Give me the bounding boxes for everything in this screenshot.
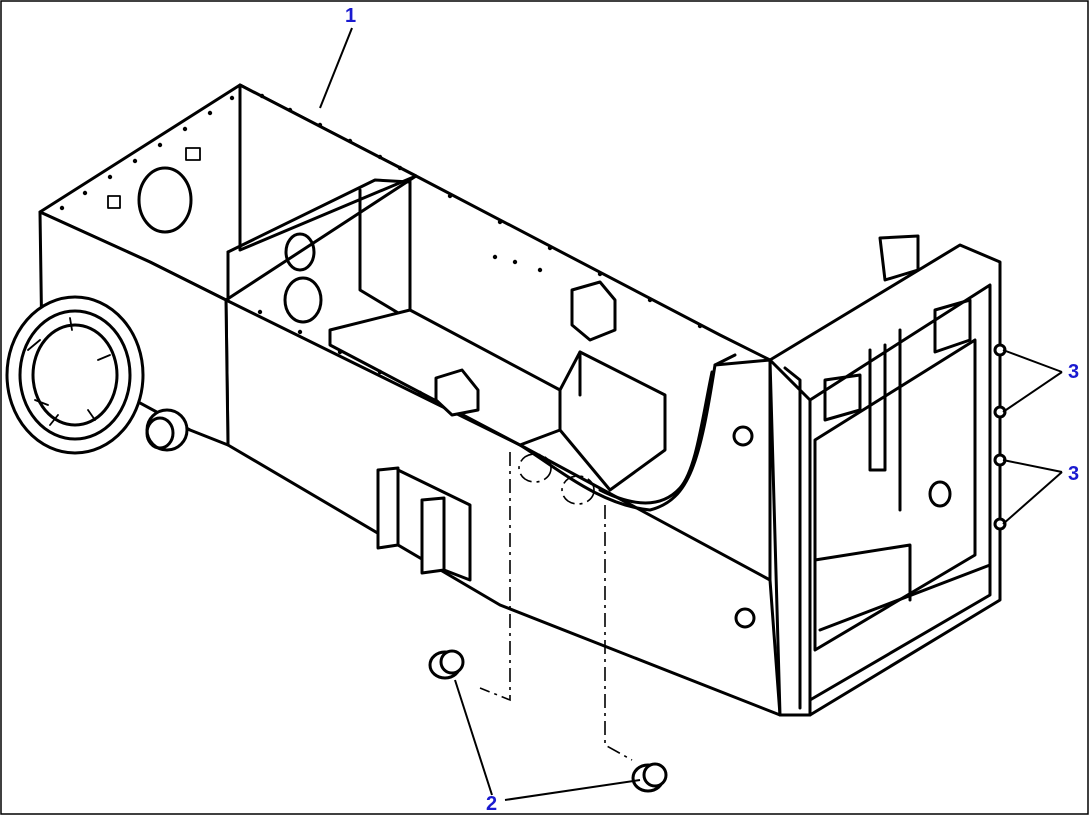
ring-gear-housing: [5, 295, 189, 455]
inner-box: [558, 350, 667, 492]
front-frame: [768, 234, 1007, 717]
boss: [732, 425, 754, 447]
callout-1: 1: [345, 5, 356, 27]
bulkhead-hole: [284, 232, 316, 272]
side-bracket: [376, 466, 400, 550]
mount-phantom-lines: [479, 452, 633, 761]
boss: [734, 607, 756, 629]
rubber-mount: [631, 762, 668, 793]
bolt-row: [59, 93, 703, 416]
side-bracket: [420, 496, 446, 575]
leader-lines: [319, 27, 1063, 801]
callout-3-lower: 3: [1068, 463, 1079, 485]
callout-3-upper: 3: [1068, 361, 1079, 383]
rubber-mount: [428, 649, 465, 680]
rear-frame: [38, 83, 782, 717]
sweep-edge: [518, 353, 737, 512]
mounting-block: [434, 368, 480, 417]
front-frame-window: [813, 338, 977, 652]
bulkhead-hole: [283, 276, 323, 324]
top-rail: [414, 174, 772, 362]
inner-bulkhead: [238, 83, 418, 252]
callout-2: 2: [486, 793, 497, 815]
bulkhead-hole: [137, 166, 193, 234]
mounting-block: [570, 280, 617, 342]
